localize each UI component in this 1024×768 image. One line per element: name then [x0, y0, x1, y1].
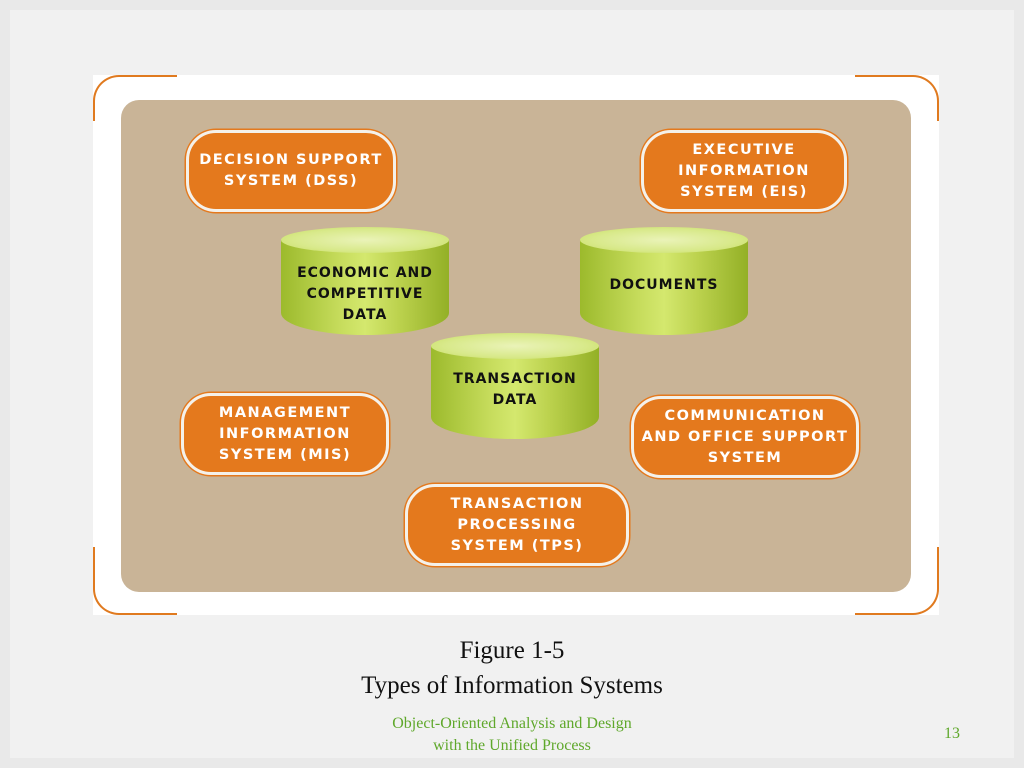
system-label-line: SYSTEM (DSS) [223, 173, 359, 189]
system-label-line: SYSTEM (EIS) [680, 183, 808, 200]
system-label-line: TRANSACTION [450, 495, 584, 512]
system-label-line: INFORMATION [219, 425, 351, 442]
cylinder-body [431, 346, 599, 439]
system-label-line: SYSTEM [707, 449, 783, 466]
cylinder-body [580, 240, 748, 335]
system-box-tps: TRANSACTION PROCESSING SYSTEM (TPS) [405, 484, 629, 566]
system-label-line: AND OFFICE SUPPORT [641, 428, 849, 445]
page-number: 13 [944, 725, 960, 742]
frame-corner-bottom-left [93, 547, 177, 615]
data-store-economic: ECONOMIC AND COMPETITIVE DATA [281, 227, 449, 335]
data-store-label-line: DATA [492, 392, 538, 408]
system-label-line: MANAGEMENT [218, 404, 352, 421]
cylinder-body [281, 240, 449, 335]
frame-corner-top-left [93, 75, 177, 121]
figure-number: Figure 1-5 [459, 637, 565, 664]
footer-text-line-2: with the Unified Process [433, 737, 591, 754]
data-store-label: DOCUMENTS [580, 251, 748, 319]
frame-corner-top-right [855, 75, 939, 121]
data-store-label-line: ECONOMIC AND [297, 264, 433, 281]
system-label-line: SYSTEM (MIS) [218, 446, 352, 463]
system-box-office-support: COMMUNICATION AND OFFICE SUPPORT SYSTEM [631, 396, 859, 478]
data-store-transaction: TRANSACTION DATA [431, 333, 599, 439]
system-label-line: INFORMATION [678, 162, 810, 179]
cylinder-top [281, 227, 449, 253]
data-store-label-line: TRANSACTION [453, 371, 577, 387]
cylinder-top [431, 333, 599, 359]
system-box-mis: MANAGEMENT INFORMATION SYSTEM (MIS) [181, 393, 389, 475]
data-store-label-line: DATA [342, 306, 388, 323]
data-store-label: TRANSACTION DATA [431, 363, 599, 417]
system-label-line: SYSTEM (TPS) [450, 537, 584, 554]
data-store-label-line: COMPETITIVE [306, 285, 424, 302]
system-label-line: DECISION SUPPORT [199, 152, 383, 168]
frame-corner-bottom-right [855, 547, 939, 615]
data-store-documents: DOCUMENTS [580, 227, 748, 335]
system-label-line: PROCESSING [457, 516, 577, 533]
footer-text-line-1: Object-Oriented Analysis and Design [392, 715, 632, 732]
data-store-label: ECONOMIC AND COMPETITIVE DATA [281, 257, 449, 331]
system-box-eis: EXECUTIVE INFORMATION SYSTEM (EIS) [641, 130, 847, 212]
system-label-line: COMMUNICATION [664, 407, 826, 424]
data-store-label-line: DOCUMENTS [609, 276, 719, 293]
system-label-line: EXECUTIVE [692, 141, 796, 158]
cylinder-top [580, 227, 748, 253]
system-box-dss: DECISION SUPPORT SYSTEM (DSS) [186, 130, 396, 212]
figure-title: Types of Information Systems [361, 672, 663, 699]
